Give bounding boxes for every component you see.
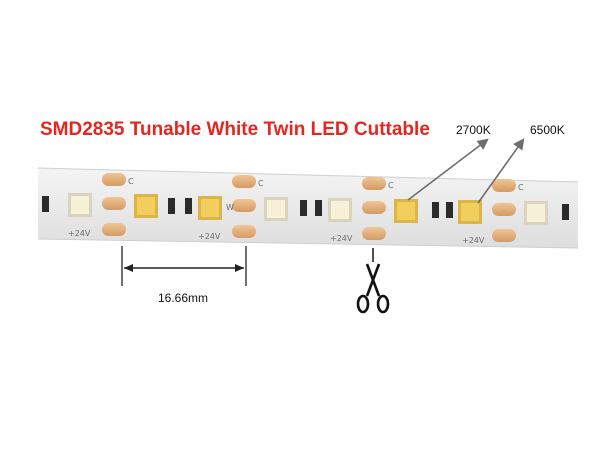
led-cool-2 — [264, 197, 288, 221]
segment-length-label: 16.66mm — [158, 291, 209, 305]
svg-text:C: C — [128, 177, 134, 186]
led-warm-4 — [458, 200, 482, 224]
svg-text:+24V: +24V — [68, 229, 91, 238]
svg-text:+24V: +24V — [330, 234, 353, 243]
led-warm-1 — [134, 194, 158, 218]
led-warm-2 — [198, 196, 222, 220]
pad-group-2 — [232, 175, 256, 238]
arrow-to-6500k — [477, 138, 525, 204]
pcb-markings: +24V +24V +24V +24V C C C C W — [68, 177, 524, 245]
dimension-marker — [121, 246, 247, 286]
led-warm-3 — [394, 199, 418, 223]
led-cool-3 — [328, 198, 352, 222]
pad-group-3 — [362, 177, 386, 240]
svg-text:W: W — [226, 203, 234, 212]
svg-text:C: C — [518, 183, 524, 192]
led-cool-4 — [524, 201, 548, 225]
svg-text:C: C — [388, 181, 394, 190]
pad-group-1 — [102, 173, 126, 236]
pad-group-4 — [492, 179, 516, 242]
led-cool-1 — [68, 193, 92, 217]
resistors — [42, 196, 569, 220]
label-2700k: 2700K — [456, 123, 491, 137]
svg-text:C: C — [258, 179, 264, 188]
copper-pads — [102, 173, 516, 242]
led-chips — [68, 193, 548, 225]
product-title: SMD2835 Tunable White Twin LED Cuttable — [40, 119, 430, 140]
svg-text:+24V: +24V — [462, 236, 485, 245]
arrow-to-2700k — [407, 138, 489, 201]
scissors-icon — [356, 263, 390, 314]
pcb-strip — [37, 167, 579, 249]
label-6500k: 6500K — [530, 123, 565, 137]
svg-text:+24V: +24V — [198, 232, 221, 241]
